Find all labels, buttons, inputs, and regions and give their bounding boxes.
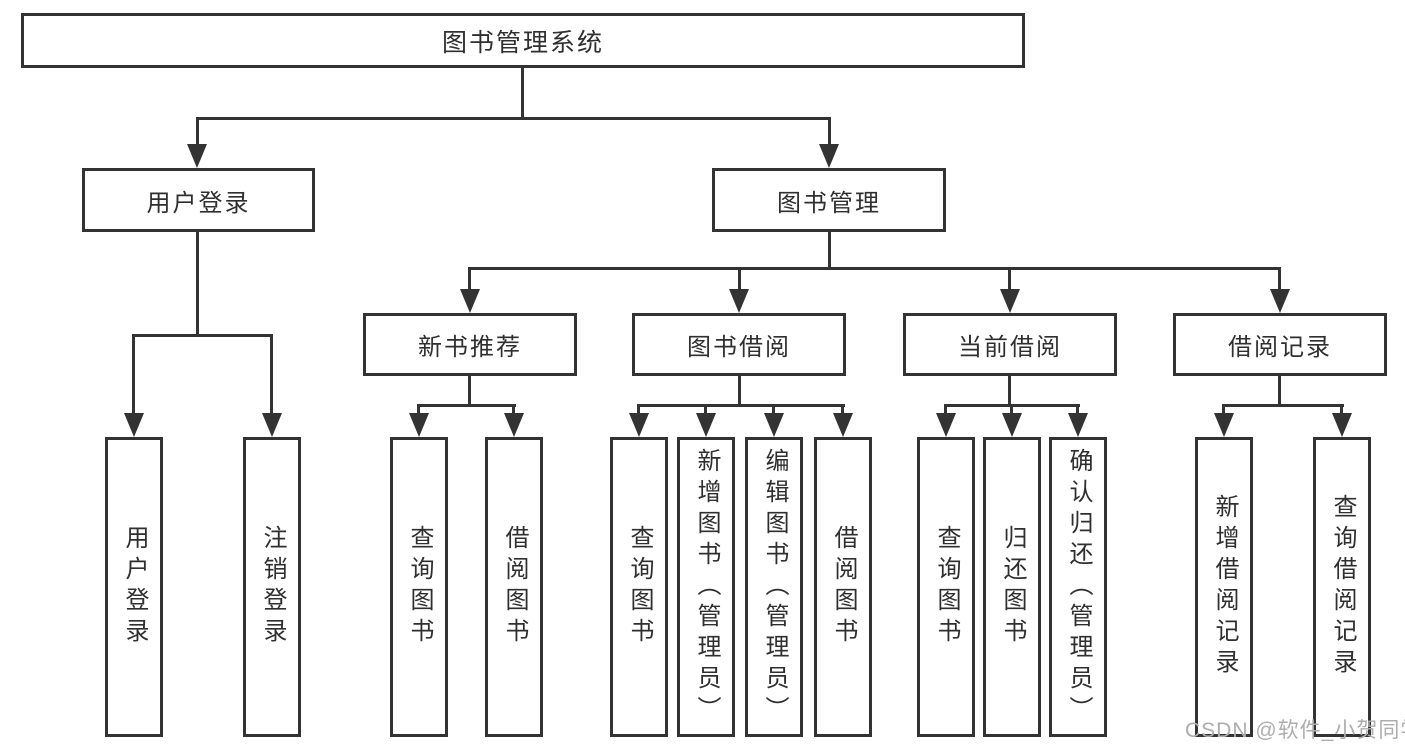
node-book-management: 图书管理 bbox=[712, 168, 946, 232]
connector-arrowhead bbox=[936, 413, 956, 437]
leaf-add-borrow-record: 新增借阅记录 bbox=[1195, 437, 1253, 737]
connector-line bbox=[772, 404, 775, 415]
connector-line bbox=[468, 376, 471, 407]
leaf-borrow-books-recommend: 借阅图书 bbox=[485, 437, 543, 737]
connector-arrowhead bbox=[504, 413, 524, 437]
connector-arrowhead bbox=[1332, 413, 1352, 437]
leaf-query-books-current: 查询图书 bbox=[917, 437, 975, 737]
connector-arrowhead bbox=[729, 289, 749, 313]
node-root: 图书管理系统 bbox=[21, 13, 1025, 68]
connector-line bbox=[512, 404, 515, 415]
connector-line bbox=[1008, 267, 1011, 291]
connector-line bbox=[944, 404, 947, 415]
connector-line bbox=[828, 232, 831, 269]
leaf-logout: 注销登录 bbox=[243, 437, 301, 737]
connector-arrowhead bbox=[629, 413, 649, 437]
leaf-query-books-current-label: 查询图书 bbox=[933, 525, 960, 649]
connector-line bbox=[468, 267, 1281, 270]
connector-line bbox=[1008, 376, 1011, 407]
connector-line bbox=[841, 404, 844, 415]
connector-arrowhead bbox=[1270, 289, 1290, 313]
leaf-query-books-borrow: 查询图书 bbox=[610, 437, 668, 737]
node-current-borrow: 当前借阅 bbox=[903, 313, 1117, 376]
node-root-label: 图书管理系统 bbox=[441, 28, 604, 57]
node-book-borrow: 图书借阅 bbox=[632, 313, 846, 376]
node-new-book-recommend: 新书推荐 bbox=[363, 313, 577, 376]
connector-line bbox=[738, 267, 741, 291]
leaf-user-login-label: 用户登录 bbox=[121, 525, 148, 649]
connector-line bbox=[1340, 404, 1343, 415]
connector-line bbox=[417, 404, 420, 415]
leaf-return-book-label: 归还图书 bbox=[999, 525, 1026, 649]
leaf-return-book: 归还图书 bbox=[983, 437, 1041, 737]
leaf-add-book-admin-label: 新增图书（管理员） bbox=[693, 447, 720, 727]
connector-line bbox=[1076, 404, 1079, 415]
connector-line bbox=[1222, 404, 1225, 415]
connector-line bbox=[196, 117, 199, 146]
connector-arrowhead bbox=[460, 289, 480, 313]
connector-arrowhead bbox=[764, 413, 784, 437]
leaf-borrow-books: 借阅图书 bbox=[814, 437, 872, 737]
leaf-logout-label: 注销登录 bbox=[259, 525, 286, 649]
connector-line bbox=[270, 334, 273, 415]
connector-line bbox=[738, 376, 741, 407]
node-user-login-label: 用户登录 bbox=[146, 189, 251, 217]
node-user-login: 用户登录 bbox=[82, 168, 315, 232]
watermark: CSDN @软件_小贺同学 bbox=[1185, 719, 1405, 742]
connector-arrowhead bbox=[1214, 413, 1234, 437]
connector-line bbox=[417, 404, 516, 407]
connector-arrowhead bbox=[409, 413, 429, 437]
leaf-edit-book-admin-label: 编辑图书（管理员） bbox=[761, 447, 788, 727]
node-borrow-records: 借阅记录 bbox=[1173, 313, 1387, 376]
connector-arrowhead bbox=[124, 413, 144, 437]
node-current-borrow-label: 当前借阅 bbox=[958, 334, 1062, 361]
connector-arrowhead bbox=[696, 413, 716, 437]
connector-arrowhead bbox=[833, 413, 853, 437]
leaf-query-borrow-record: 查询借阅记录 bbox=[1313, 437, 1371, 737]
leaf-user-login: 用户登录 bbox=[105, 437, 163, 737]
connector-line bbox=[637, 404, 845, 407]
connector-line bbox=[704, 404, 707, 415]
connector-arrowhead bbox=[187, 144, 207, 168]
connector-arrowhead bbox=[819, 144, 839, 168]
node-book-management-label: 图书管理 bbox=[777, 189, 881, 217]
connector-line bbox=[1222, 404, 1344, 407]
connector-line bbox=[196, 117, 831, 120]
connector-arrowhead bbox=[1000, 289, 1020, 313]
leaf-confirm-return-admin-label: 确认归还（管理员） bbox=[1065, 447, 1092, 727]
connector-line bbox=[1278, 267, 1281, 291]
connector-line bbox=[468, 267, 471, 291]
leaf-add-book-admin: 新增图书（管理员） bbox=[677, 437, 735, 737]
leaf-borrow-books-label: 借阅图书 bbox=[830, 525, 857, 649]
node-new-book-recommend-label: 新书推荐 bbox=[418, 334, 522, 361]
leaf-query-books-recommend: 查询图书 bbox=[390, 437, 448, 737]
connector-line bbox=[132, 334, 135, 415]
node-book-borrow-label: 图书借阅 bbox=[687, 334, 791, 361]
connector-line bbox=[1010, 404, 1013, 415]
node-borrow-records-label: 借阅记录 bbox=[1228, 334, 1332, 361]
connector-line bbox=[196, 232, 199, 336]
leaf-borrow-books-recommend-label: 借阅图书 bbox=[501, 525, 528, 649]
connector-line bbox=[521, 68, 524, 120]
connector-line bbox=[637, 404, 640, 415]
leaf-query-borrow-record-label: 查询借阅记录 bbox=[1329, 494, 1356, 680]
leaf-edit-book-admin: 编辑图书（管理员） bbox=[745, 437, 803, 737]
leaf-query-books-borrow-label: 查询图书 bbox=[626, 525, 653, 649]
connector-arrowhead bbox=[262, 413, 282, 437]
connector-line bbox=[1278, 376, 1281, 407]
connector-line bbox=[132, 334, 273, 337]
leaf-confirm-return-admin: 确认归还（管理员） bbox=[1049, 437, 1107, 737]
leaf-query-books-recommend-label: 查询图书 bbox=[406, 525, 433, 649]
connector-arrowhead bbox=[1002, 413, 1022, 437]
connector-arrowhead bbox=[1068, 413, 1088, 437]
connector-line bbox=[828, 117, 831, 146]
leaf-add-borrow-record-label: 新增借阅记录 bbox=[1211, 494, 1238, 680]
